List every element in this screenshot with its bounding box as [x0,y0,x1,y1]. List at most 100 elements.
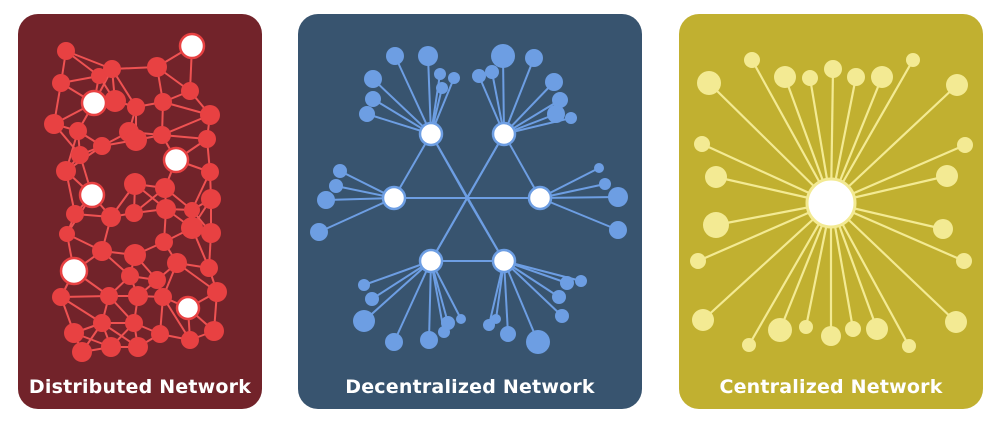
hub-node [162,146,190,174]
leaf-node [418,46,438,66]
mesh-node [151,325,169,343]
mesh-node [128,286,148,306]
mesh-node [201,189,221,209]
mesh-node [181,82,199,100]
spoke-node [690,253,706,269]
leaf-node [365,292,379,306]
mesh-node [204,321,224,341]
mesh-node [52,74,70,92]
spoke-node [847,68,865,86]
spoke-link [748,202,832,346]
leaf-node [500,326,516,342]
hub-node [59,256,89,286]
leaf-node [472,69,486,83]
mesh-node [124,173,146,195]
mesh-node [127,98,145,116]
leaf-node [434,68,446,80]
spoke-link [702,202,832,321]
leaf-node [526,330,550,354]
leaf-node [364,70,382,88]
leaf-nodes [310,44,628,354]
distributed-network-diagram [44,32,227,362]
spoke-node [933,219,953,239]
leaf-node [555,309,569,323]
mesh-node [56,161,76,181]
mesh-node [147,57,167,77]
hub-node [178,32,206,60]
centralized-network-panel: Centralized Network [679,14,983,409]
leaf-link [503,260,539,343]
mesh-node [101,337,121,357]
mesh-node [104,90,126,112]
mesh-node [93,137,111,155]
leaf-node [552,92,568,108]
mesh-node [125,314,143,332]
spoke-node [945,311,967,333]
spoke-node [957,137,973,153]
leaf-node [365,91,381,107]
spoke-node [866,318,888,340]
mesh-node [64,323,84,343]
leaf-node [565,112,577,124]
leaf-node [317,191,335,209]
leaf-node [599,178,611,190]
hub-node [418,121,444,147]
spoke-node [705,166,727,188]
leaf-link [539,197,619,231]
hub-node [80,89,108,117]
mesh-node [154,93,172,111]
spoke-node [692,309,714,331]
mesh-node [200,259,218,277]
leaf-node [545,73,563,91]
spoke-node [936,165,958,187]
spoke-link [751,59,832,204]
leaf-link [393,260,432,343]
spoke-node [906,53,920,67]
mesh-node [198,130,216,148]
mesh-node [200,105,220,125]
spoke-link [708,82,832,204]
mesh-node [181,217,203,239]
decentralized-network-diagram [310,44,628,354]
leaf-node [438,326,450,338]
leaf-node [456,314,466,324]
spoke-node [768,318,792,342]
leaf-node [420,331,438,349]
leaf-link [363,260,432,322]
leaf-node [386,47,404,65]
spoke-link [830,202,957,323]
distributed-network-label: Distributed Network [28,376,252,398]
decentralized-network-label: Decentralized Network [345,376,595,398]
centralized-network-diagram [690,52,973,353]
spoke-node [821,326,841,346]
mesh-node [121,267,139,285]
leaf-node [448,72,460,84]
hub-node [381,185,407,211]
leaf-node [547,105,565,123]
leaf-link [427,55,432,135]
decentralized-network-panel: Decentralized Network [298,14,642,409]
leaf-node [333,164,347,178]
mesh-node [154,288,172,306]
leaf-node [310,223,328,241]
mesh-node [124,244,146,266]
leaf-link [428,260,432,341]
mesh-node [44,114,64,134]
central-hub-node [805,177,857,229]
hub-nodes [381,121,553,274]
leaf-link [394,55,432,135]
spoke-node [744,52,760,68]
spoke-node [845,321,861,337]
mesh-node [72,342,92,362]
leaf-node [491,314,501,324]
spoke-node [802,70,818,86]
hub-node [527,185,553,211]
mesh-node [100,287,118,305]
spoke-link [830,84,958,204]
mesh-node [148,271,166,289]
hub-links [393,133,541,262]
mesh-node [184,202,200,218]
leaf-link [539,196,619,199]
mesh-node [59,226,75,242]
leaf-node [609,221,627,239]
